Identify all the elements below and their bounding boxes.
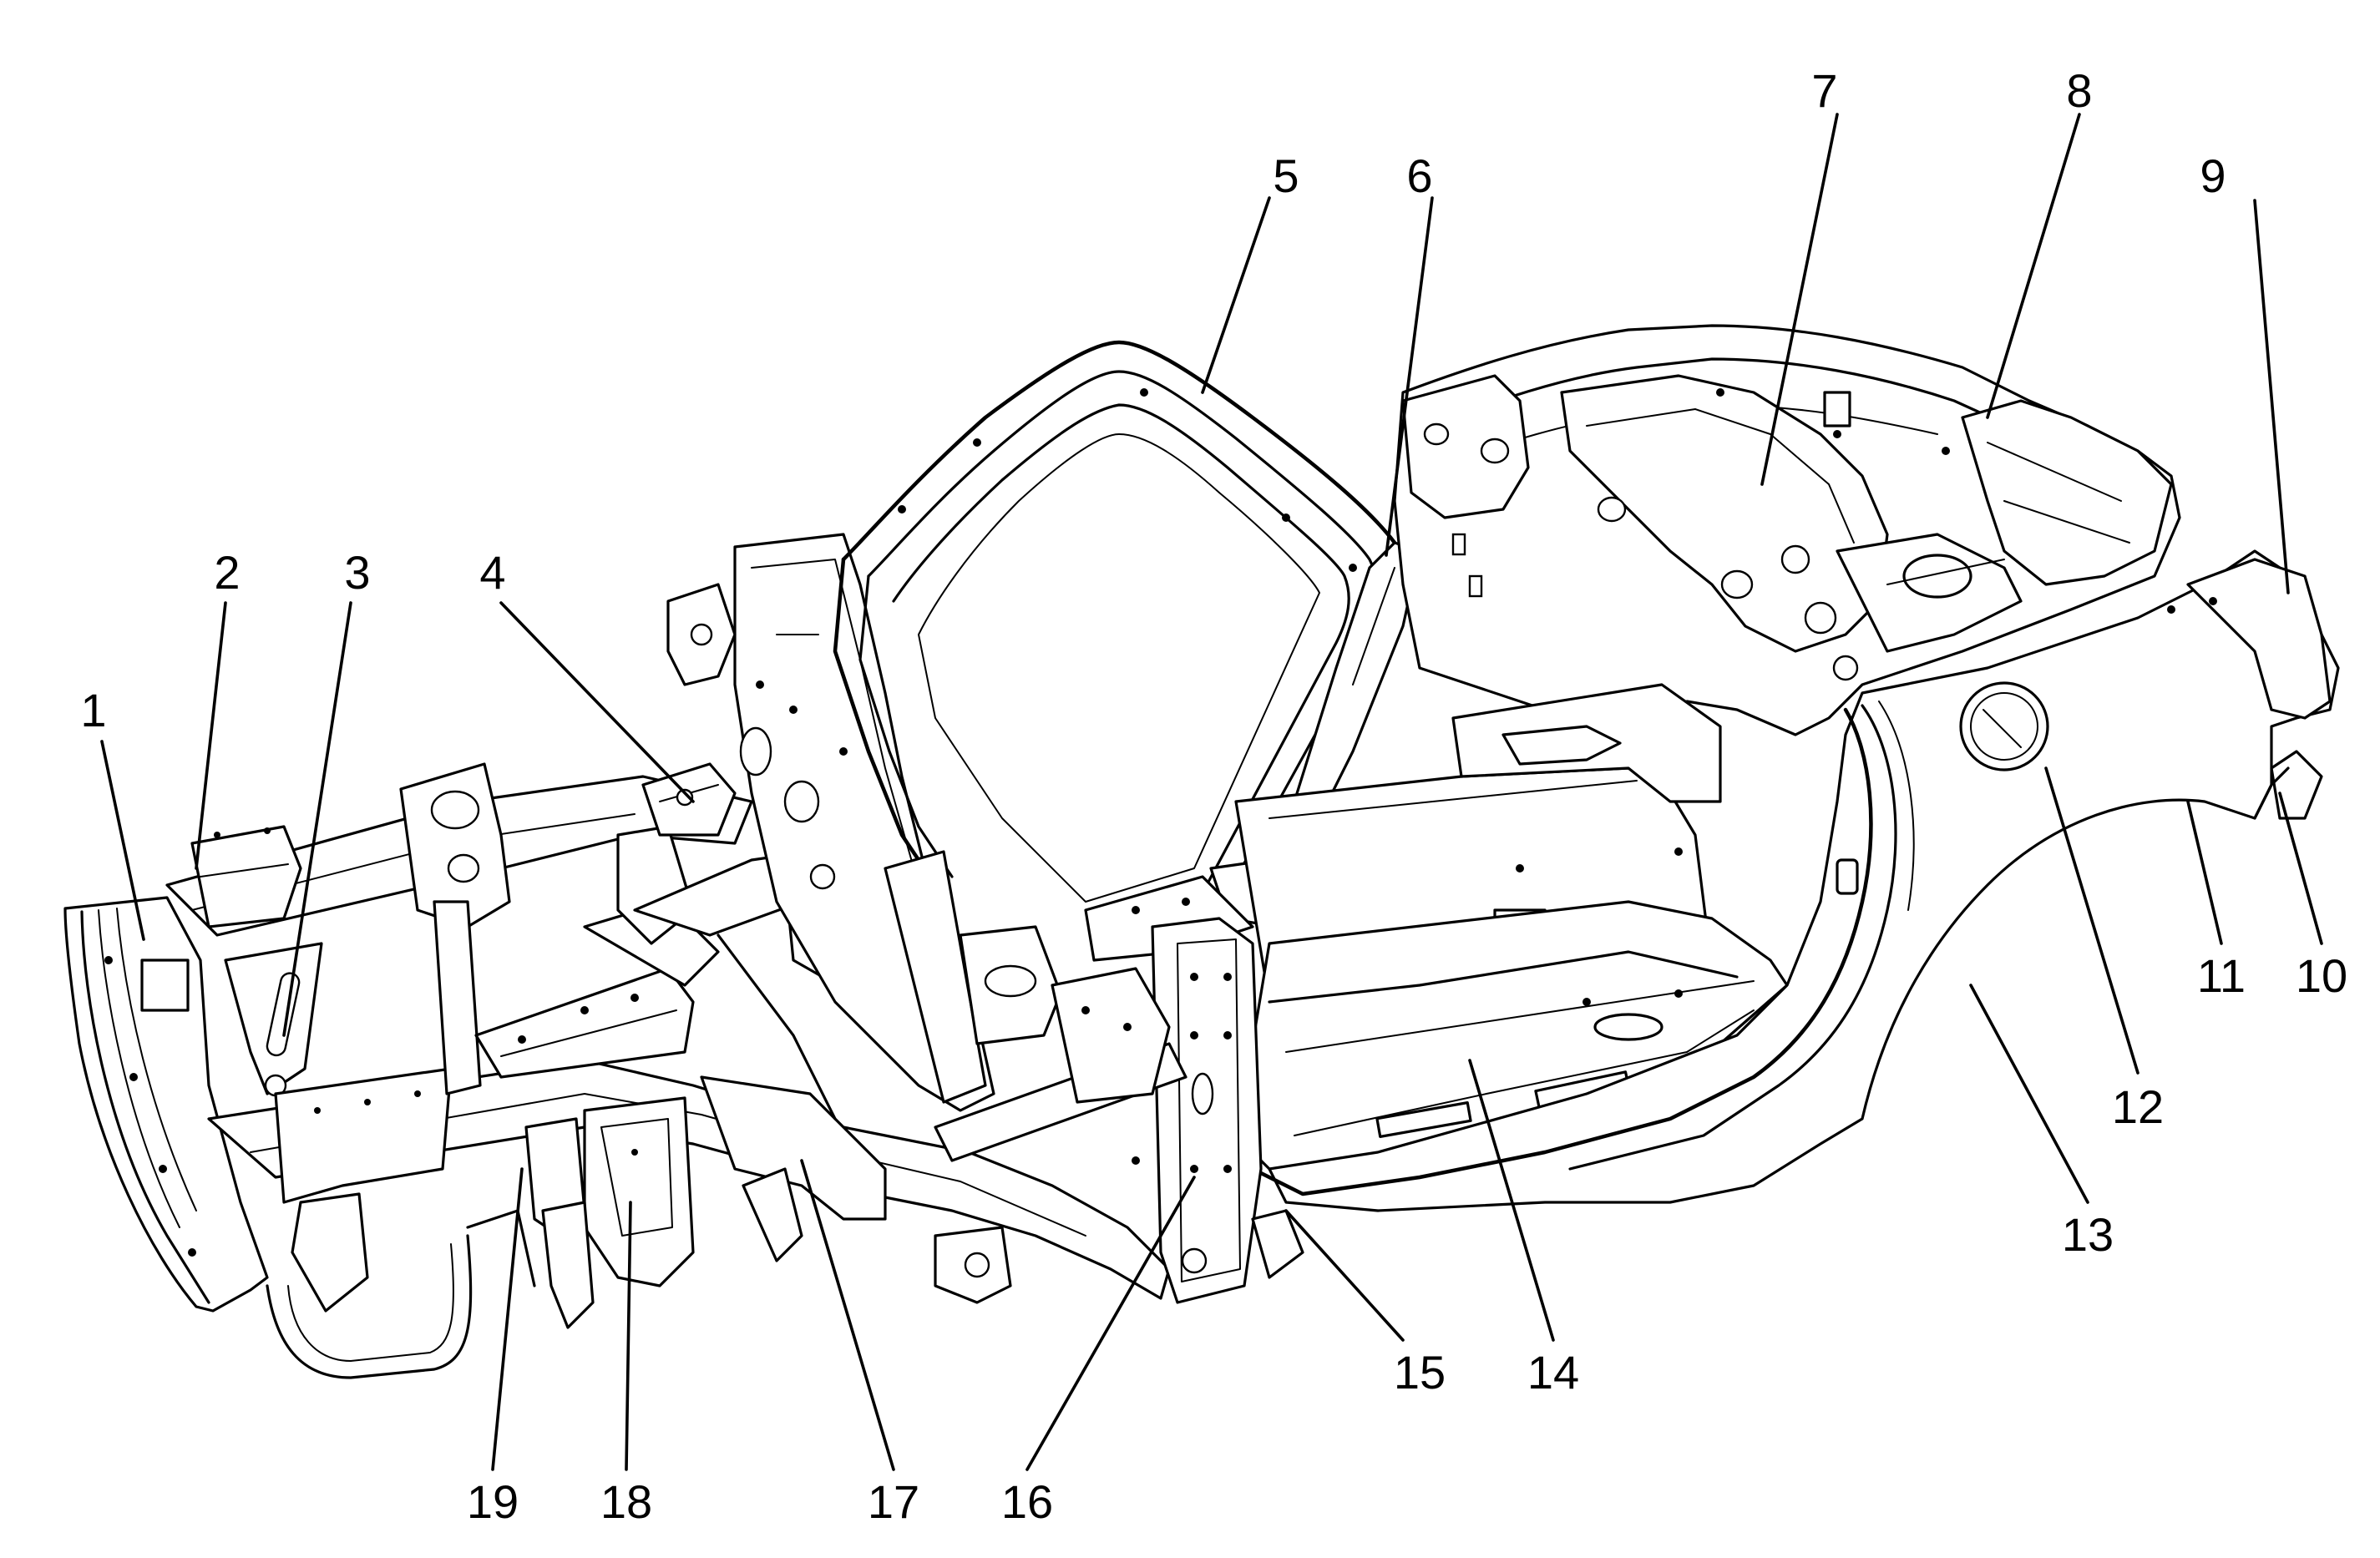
leader-line-10 [2278, 792, 2323, 945]
callout-10: 10 [2296, 949, 2347, 1002]
leader-line-14 [1468, 1059, 1555, 1342]
hinge-bracket [666, 583, 737, 686]
callout-7: 7 [1811, 64, 1837, 117]
callout-16: 16 [1001, 1475, 1053, 1528]
rear-quarter-panel [1233, 549, 2340, 1212]
callout-3: 3 [344, 546, 370, 599]
callout-4: 4 [479, 546, 505, 599]
leader-line-11 [2186, 800, 2223, 945]
rocker-sill [1251, 900, 1789, 1187]
rear-bulkhead [1393, 324, 2181, 736]
hinge-pillar [1151, 917, 1304, 1304]
rail-mount-bracket [524, 1096, 695, 1329]
dash-cross-brace [884, 850, 1187, 1304]
callout-11: 11 [2197, 949, 2246, 1002]
callout-13: 13 [2062, 1208, 2114, 1261]
leader-line-4 [499, 601, 695, 803]
callout-12: 12 [2112, 1080, 2164, 1133]
leader-line-2 [195, 601, 227, 870]
leader-line-3 [282, 601, 352, 1037]
leader-line-1 [100, 740, 145, 941]
callout-8: 8 [2066, 64, 2092, 117]
leader-line-6 [1385, 196, 1434, 557]
callout-14: 14 [1527, 1346, 1579, 1399]
callout-18: 18 [600, 1475, 652, 1528]
callout-17: 17 [868, 1475, 919, 1528]
callout-15: 15 [1394, 1346, 1446, 1399]
leader-line-17 [800, 1159, 895, 1471]
leader-line-16 [1025, 1176, 1196, 1471]
front-lower-structure [266, 1067, 473, 1379]
leader-line-18 [625, 1201, 632, 1471]
callout-2: 2 [214, 546, 240, 599]
front-bracket-left [140, 825, 302, 1012]
leader-line-8 [1986, 113, 2081, 419]
callout-1: 1 [80, 684, 106, 736]
callout-19: 19 [467, 1475, 519, 1528]
leader-line-9 [2253, 199, 2290, 594]
leader-line-5 [1201, 196, 1271, 394]
front-bumper-beam [63, 896, 269, 1313]
leader-line-12 [2044, 766, 2139, 1075]
leader-line-19 [491, 1167, 524, 1471]
callout-9: 9 [2200, 149, 2226, 202]
callout-numbers: 1 2 3 4 5 6 7 8 9 10 11 12 13 14 15 16 1… [80, 64, 2347, 1528]
leader-lines [100, 113, 2323, 1471]
upper-tie-bracket [641, 762, 737, 837]
callout-6: 6 [1406, 149, 1432, 202]
slotted-bracket [224, 942, 323, 1097]
leader-line-13 [1969, 984, 2089, 1204]
callout-5: 5 [1273, 149, 1299, 202]
leader-line-7 [1760, 113, 1839, 486]
leader-line-15 [1284, 1209, 1405, 1342]
engine-mount-tower [399, 762, 511, 1095]
